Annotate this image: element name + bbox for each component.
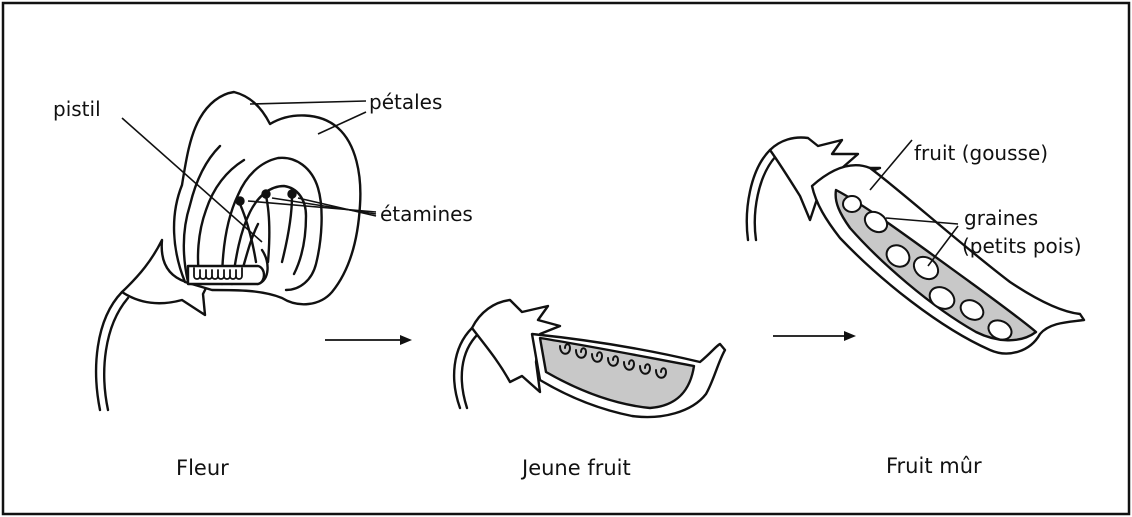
- flower-stem: [96, 292, 122, 410]
- label-petales: pétales: [369, 92, 442, 112]
- young-fruit-drawing: [454, 300, 725, 417]
- caption-fleur: Fleur: [176, 458, 229, 479]
- arrow-flower-to-young-fruit: [325, 335, 412, 345]
- caption-fruit-mur: Fruit mûr: [886, 456, 982, 477]
- label-petits-pois: (petits pois): [962, 236, 1082, 256]
- label-graines: graines: [964, 208, 1038, 228]
- arrow-young-to-mature-fruit: [773, 331, 856, 341]
- label-etamines: étamines: [380, 204, 473, 224]
- label-pistil: pistil: [53, 99, 101, 119]
- flower-drawing: [96, 92, 360, 410]
- label-fruit-gousse: fruit (gousse): [914, 143, 1048, 163]
- petales-leader-1: [250, 101, 366, 104]
- mature-pod: [812, 165, 1084, 353]
- fruit-gousse-leader: [870, 140, 912, 190]
- caption-jeune-fruit: Jeune fruit: [522, 458, 631, 479]
